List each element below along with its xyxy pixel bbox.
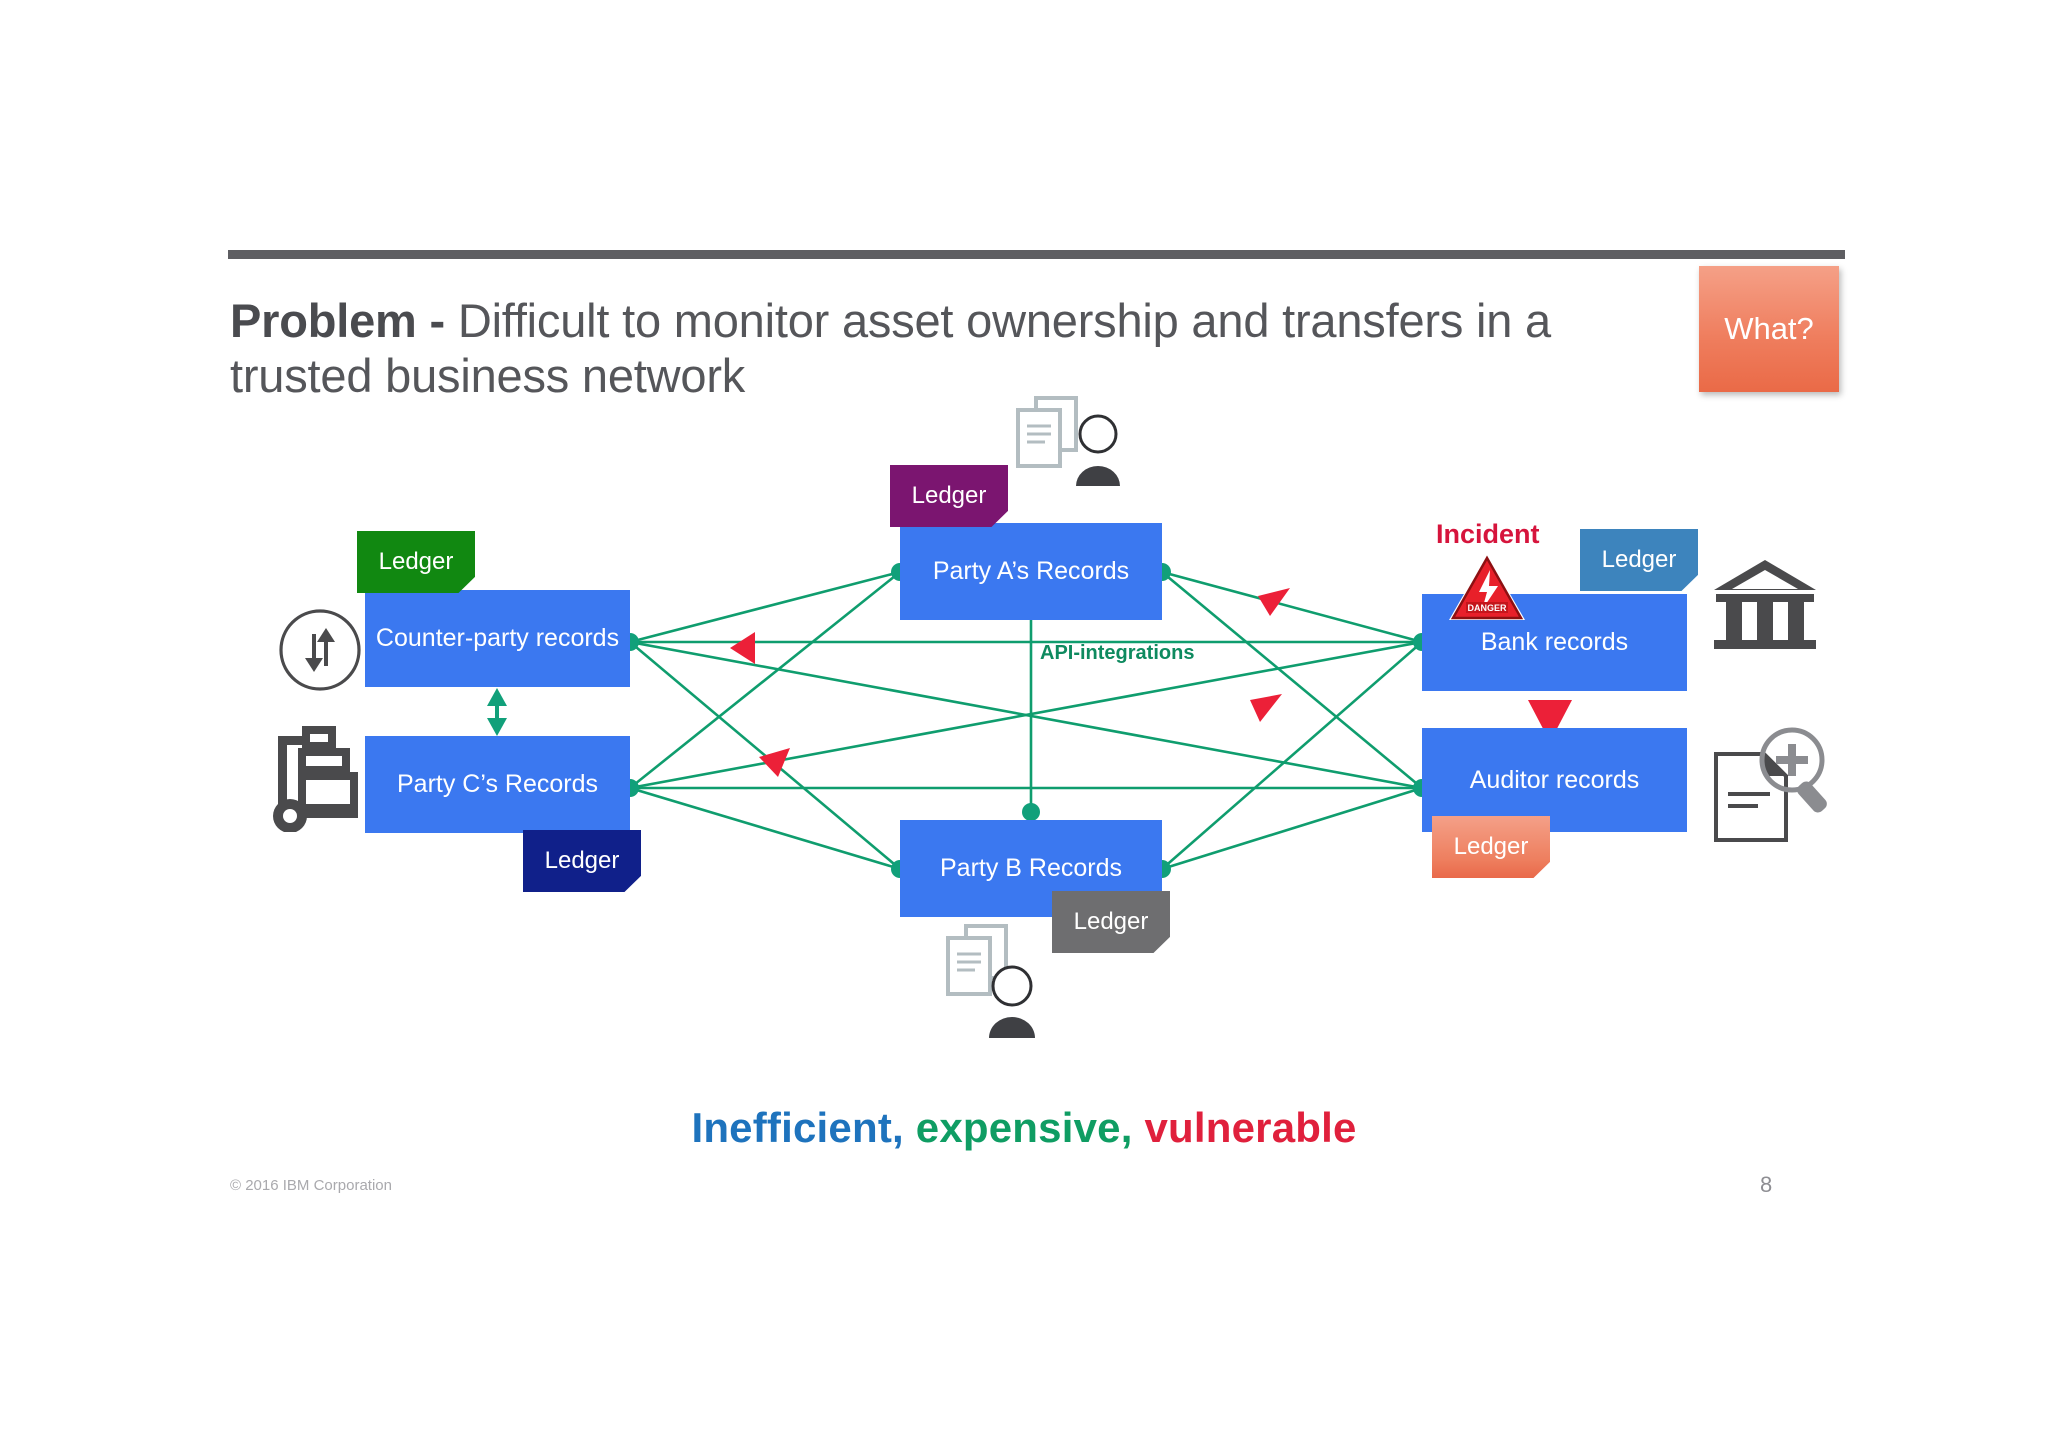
flow-arrow-right-lower: [1250, 694, 1282, 722]
exchange-arrows-icon: [276, 606, 364, 694]
ledger-tag-counter-party[interactable]: Ledger: [357, 531, 475, 593]
ledger-tag-auditor[interactable]: Ledger: [1432, 816, 1550, 878]
flow-direction-arrows: [730, 588, 1290, 777]
page-title-bold: Problem -: [230, 294, 445, 347]
record-box-label: Party C’s Records: [397, 770, 598, 799]
tagline-sep-2: ,: [1120, 1104, 1145, 1151]
record-box-label: Party A’s Records: [932, 557, 1130, 586]
record-box-counter-party[interactable]: Counter-party records: [365, 590, 630, 687]
danger-warning-icon: DANGER: [1446, 550, 1528, 624]
record-box-party-a[interactable]: Party A’s Records: [900, 523, 1162, 620]
record-box-party-c[interactable]: Party C’s Records: [365, 736, 630, 833]
page-number: 8: [1760, 1172, 1773, 1197]
page-title-rest: Difficult to monitor asset ownership and…: [230, 294, 1551, 403]
bank-to-auditor-arrow: [1528, 700, 1572, 742]
ledger-tag-label: Ledger: [1601, 546, 1677, 573]
ledger-tag-label: Ledger: [1453, 833, 1529, 860]
document-magnifier-icon: [1706, 722, 1834, 846]
ledger-tag-party-a[interactable]: Ledger: [890, 465, 1008, 527]
record-box-label: Auditor records: [1469, 765, 1640, 794]
bidirectional-arrow-left: [487, 688, 507, 736]
what-badge[interactable]: What?: [1699, 266, 1839, 392]
tagline-word-2: expensive: [915, 1104, 1121, 1151]
api-integrations-label: API-integrations: [1040, 642, 1195, 664]
hand-truck-icon: [262, 712, 374, 833]
person-documents-icon-top: [1010, 392, 1130, 512]
copyright-notice: © 2016 IBM Corporation: [230, 1177, 392, 1194]
record-box-label: Bank records: [1480, 628, 1629, 657]
tagline-sep-1: ,: [892, 1104, 916, 1151]
flow-arrow-right-upper: [1258, 588, 1290, 616]
ledger-tag-label: Ledger: [544, 847, 620, 874]
ledger-tag-label: Ledger: [378, 548, 454, 575]
bank-building-icon: [1712, 556, 1818, 652]
tagline: Inefficient, expensive, vulnerable: [0, 1104, 2048, 1152]
person-documents-icon-bottom: [940, 920, 1060, 1042]
flow-arrow-left-lower: [759, 748, 790, 777]
flow-arrow-left-upper: [730, 632, 755, 664]
incident-label: Incident: [1436, 519, 1540, 549]
record-box-auditor[interactable]: Auditor records: [1422, 728, 1687, 832]
what-badge-label: What?: [1724, 311, 1814, 346]
header-rule: [228, 250, 1845, 259]
record-box-label: Party B Records: [939, 854, 1122, 883]
tagline-word-1: Inefficient: [691, 1104, 893, 1151]
tagline-word-3: vulnerable: [1144, 1104, 1357, 1151]
danger-text: DANGER: [1467, 603, 1507, 613]
record-box-label: Counter-party records: [375, 624, 620, 653]
ledger-tag-party-c[interactable]: Ledger: [523, 830, 641, 892]
page-title: Problem - Difficult to monitor asset own…: [230, 293, 1650, 404]
ledger-tag-bank[interactable]: Ledger: [1580, 529, 1698, 591]
ledger-tag-label: Ledger: [1073, 908, 1149, 935]
ledger-tag-party-b[interactable]: Ledger: [1052, 891, 1170, 953]
mesh-links: [629, 570, 1423, 871]
ledger-tag-label: Ledger: [911, 482, 987, 509]
